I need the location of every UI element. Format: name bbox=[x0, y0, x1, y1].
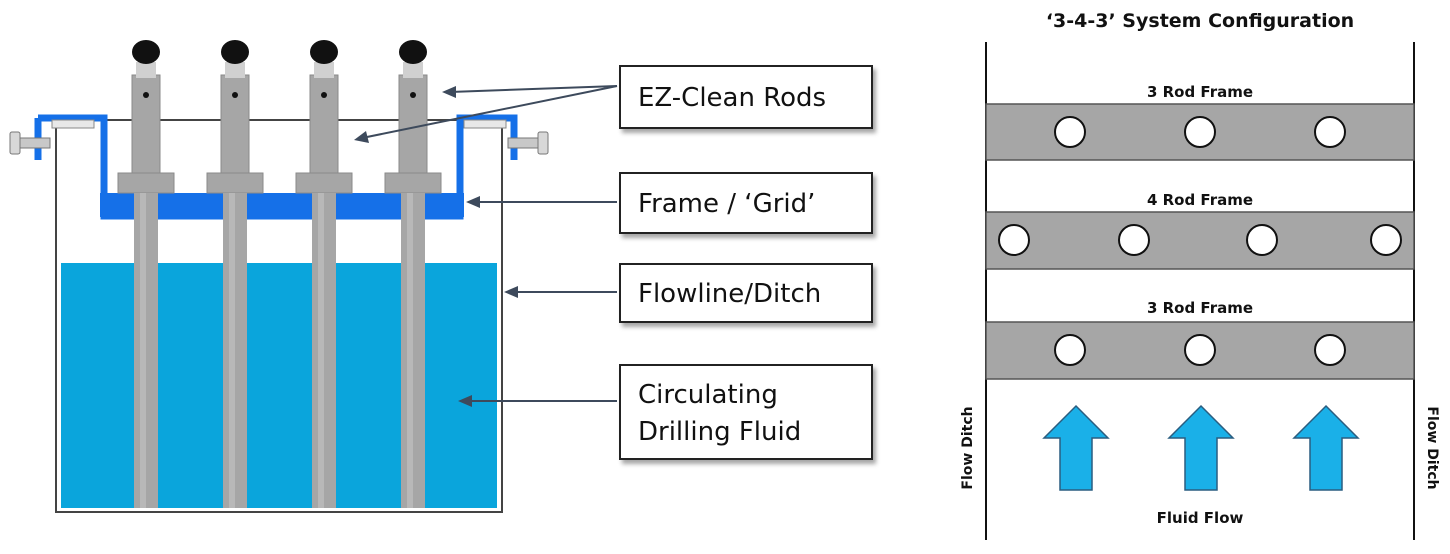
flow-ditch-label-left: Flow Ditch bbox=[960, 406, 976, 489]
arrow-rods-upper bbox=[449, 85, 618, 93]
callout-circulating-fluid: Circulating Drilling Fluid bbox=[619, 364, 873, 460]
callout-flowline-label: Flowline/Ditch bbox=[638, 279, 821, 309]
callout-frame-label: Frame / ‘Grid’ bbox=[638, 189, 815, 219]
rod-hole bbox=[1246, 224, 1278, 256]
rod bbox=[295, 40, 353, 508]
rod-hole bbox=[1184, 334, 1216, 366]
flow-arrows bbox=[1042, 404, 1360, 491]
rod-hole bbox=[1314, 334, 1346, 366]
frame-label-1: 3 Rod Frame bbox=[1147, 83, 1253, 101]
config-title: ‘3-4-3’ System Configuration bbox=[1046, 10, 1354, 32]
rod-frame-2-rods bbox=[998, 224, 1402, 256]
callout-fluid-line1: Circulating bbox=[638, 380, 778, 410]
clamp-bolt-left bbox=[9, 131, 51, 155]
drilling-fluid bbox=[61, 263, 497, 508]
ez-clean-rods bbox=[117, 40, 442, 508]
rod bbox=[117, 40, 175, 508]
flow-ditch-label-right: Flow Ditch bbox=[1424, 406, 1440, 489]
rod-frame-3-rods bbox=[1054, 334, 1346, 366]
callout-fluid-line2: Drilling Fluid bbox=[638, 417, 801, 447]
rod-hole bbox=[1184, 116, 1216, 148]
arrow-rods-lower bbox=[361, 85, 618, 139]
callout-frame-grid: Frame / ‘Grid’ bbox=[619, 172, 873, 234]
rod-hole bbox=[1118, 224, 1150, 256]
rod bbox=[384, 40, 442, 508]
rod-frame-2 bbox=[985, 211, 1415, 270]
rod-hole bbox=[998, 224, 1030, 256]
clamp-bolt-right bbox=[507, 131, 549, 155]
wall-lip-right bbox=[463, 119, 507, 129]
flowline-cross-section bbox=[9, 40, 549, 513]
frame-label-2: 4 Rod Frame bbox=[1147, 191, 1253, 209]
wall-lip-left bbox=[51, 119, 95, 129]
rod bbox=[206, 40, 264, 508]
callout-rods-label: EZ-Clean Rods bbox=[638, 83, 826, 113]
flow-arrow-up-icon bbox=[1167, 404, 1235, 491]
rod-frame-1-rods bbox=[1054, 116, 1346, 148]
rod-hole bbox=[1314, 116, 1346, 148]
callout-flowline-ditch: Flowline/Ditch bbox=[619, 263, 873, 323]
rod-hole bbox=[1054, 334, 1086, 366]
flow-arrow-up-icon bbox=[1042, 404, 1110, 491]
flow-arrow-up-icon bbox=[1292, 404, 1360, 491]
config-diagram: ‘3-4-3’ System Configuration 3 Rod Frame… bbox=[960, 10, 1440, 540]
callout-arrows bbox=[354, 85, 618, 407]
rod-hole bbox=[1370, 224, 1402, 256]
rod-hole bbox=[1054, 116, 1086, 148]
frame-label-3: 3 Rod Frame bbox=[1147, 299, 1253, 317]
callout-ez-clean-rods: EZ-Clean Rods bbox=[619, 65, 873, 129]
fluid-flow-label: Fluid Flow bbox=[1157, 509, 1244, 527]
